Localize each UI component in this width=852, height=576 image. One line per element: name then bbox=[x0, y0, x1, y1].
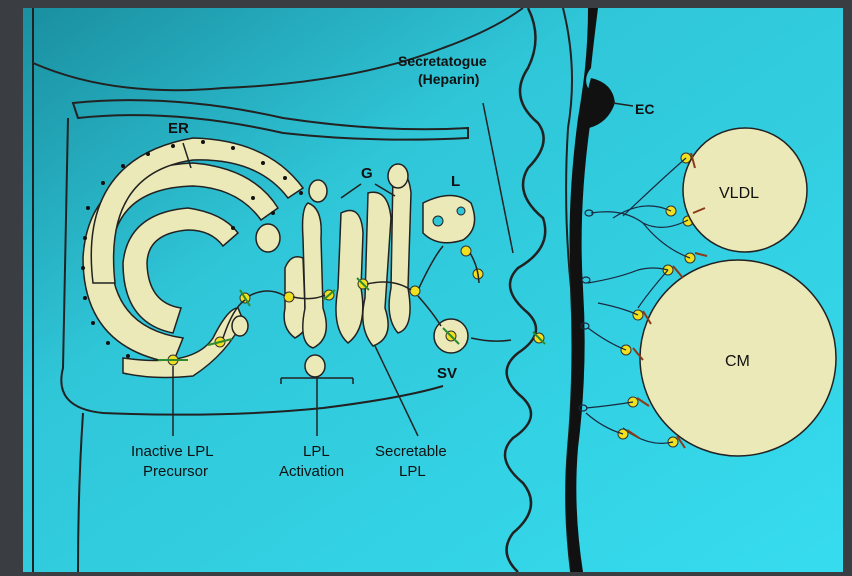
label-secretagogue: Secretatogue bbox=[398, 53, 487, 69]
lpl-secretion-diagram: ER G L SV EC Secretatogue (Heparin) VLDL… bbox=[23, 8, 843, 572]
label-er: ER bbox=[168, 120, 189, 137]
label-lysosome: L bbox=[451, 173, 460, 190]
label-secretable: Secretable bbox=[375, 443, 447, 460]
label-inactive-lpl: Inactive LPL bbox=[131, 443, 214, 460]
label-lpl-activation-2: Activation bbox=[279, 463, 344, 480]
label-precursor: Precursor bbox=[143, 463, 208, 480]
label-golgi: G bbox=[361, 165, 373, 182]
label-vldl: VLDL bbox=[719, 185, 759, 202]
label-heparin: (Heparin) bbox=[418, 71, 479, 87]
label-ec: EC bbox=[635, 101, 654, 117]
lysosome bbox=[423, 196, 475, 243]
figure-frame: ER G L SV EC Secretatogue (Heparin) VLDL… bbox=[23, 8, 843, 572]
label-secretable-lpl: LPL bbox=[399, 463, 426, 480]
label-lpl-activation-1: LPL bbox=[303, 443, 330, 460]
label-cm: CM bbox=[725, 353, 750, 370]
label-secretory-vesicle: SV bbox=[437, 365, 457, 382]
